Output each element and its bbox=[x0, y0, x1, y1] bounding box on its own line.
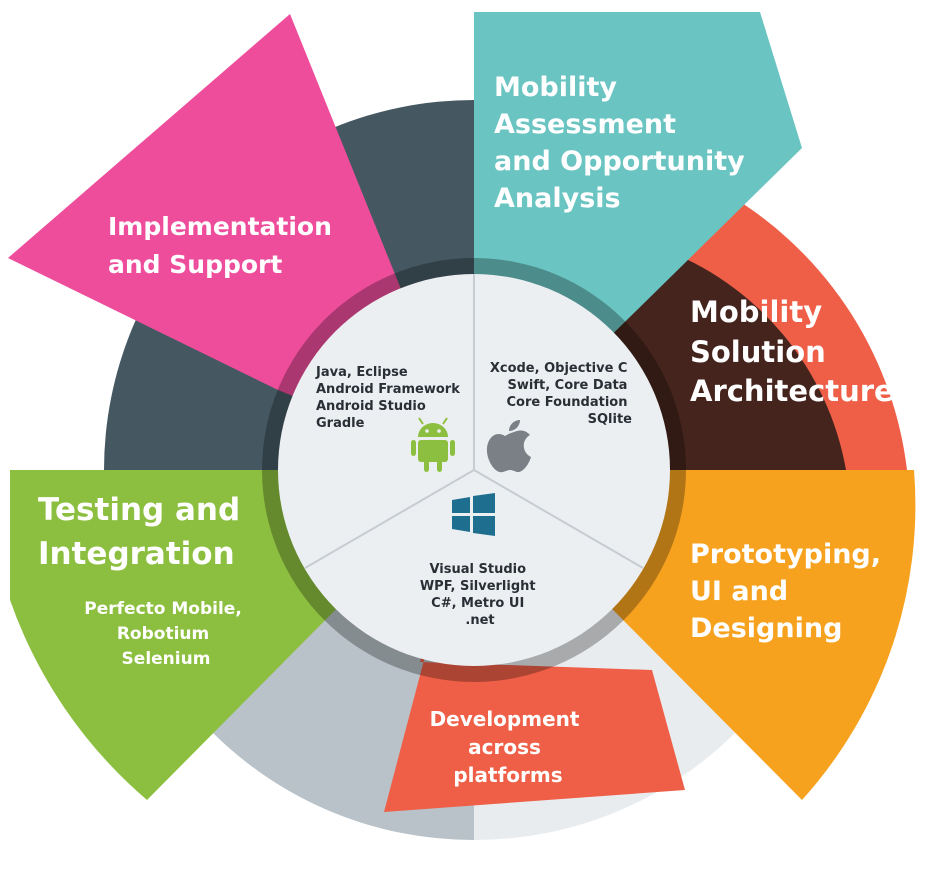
divider-right bbox=[473, 469, 644, 569]
label-development: Development across platforms bbox=[430, 707, 587, 787]
apple-icon bbox=[486, 420, 531, 473]
android-icon bbox=[411, 417, 455, 472]
label-prototyping: Prototyping, UI and Designing bbox=[690, 539, 890, 644]
windows-icon bbox=[452, 493, 495, 536]
label-mobility-assessment: Mobility Assessment and Opportunity Anal… bbox=[494, 72, 754, 214]
label-testing-tools: Perfecto Mobile, Robotium Selenium bbox=[84, 599, 247, 669]
label-testing: Testing and Integration bbox=[38, 492, 251, 572]
android-tech-list: Java, Eclipse Android Framework Android … bbox=[315, 365, 464, 431]
center-dividers bbox=[304, 274, 644, 569]
segment-coral-bottom bbox=[384, 470, 685, 812]
label-implementation: Implementation and Support bbox=[108, 212, 341, 279]
label-solution-architecture: Mobility Solution Architecture bbox=[690, 295, 894, 408]
divider-left bbox=[304, 469, 475, 569]
apple-tech-list: Xcode, Objective C Swift, Core Data Core… bbox=[490, 361, 632, 427]
windows-tech-list: Visual Studio WPF, Silverlight C#, Metro… bbox=[420, 562, 540, 628]
